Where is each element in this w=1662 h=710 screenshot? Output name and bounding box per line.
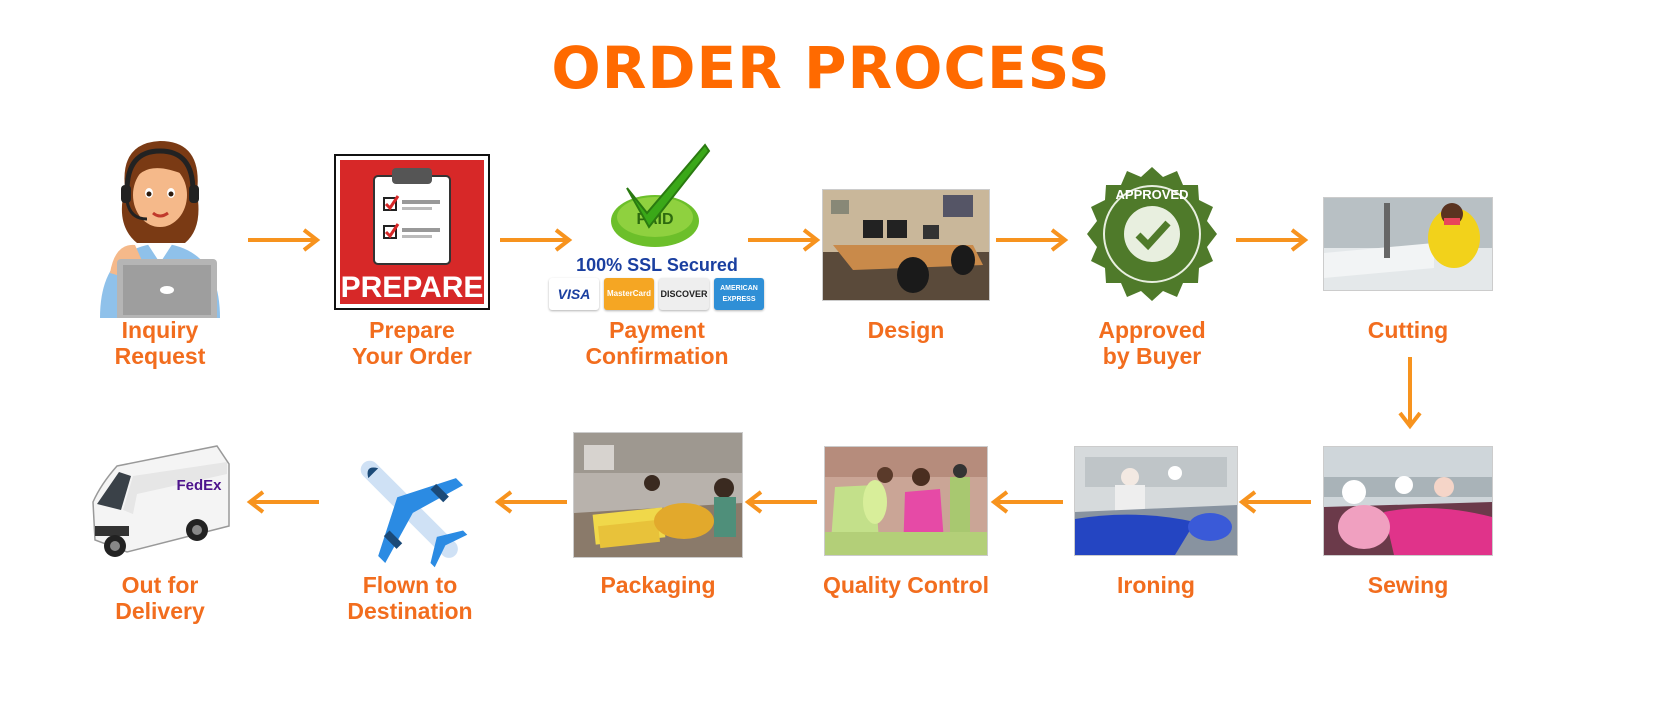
step-label-line2: by Buyer xyxy=(1102,343,1202,369)
step-label-line1: Packaging xyxy=(600,572,716,598)
step-prepare-your-order: PREPARE Prepare Your Order xyxy=(292,125,532,375)
delivery-van-icon: FedEx xyxy=(92,445,230,557)
step-label-line2: Confirmation xyxy=(585,343,729,369)
approved-seal-icon: APPROVED xyxy=(1087,167,1217,301)
step-label-line2: Request xyxy=(114,343,206,369)
arrow-left-icon xyxy=(744,490,817,514)
step-cutting: Cutting xyxy=(1288,125,1528,375)
arrow-left-icon xyxy=(990,490,1063,514)
page-title: ORDER PROCESS xyxy=(551,34,1111,102)
arrow-right-icon xyxy=(500,228,573,252)
step-label-line1: Ironing xyxy=(1117,572,1195,598)
step-label-line1: Quality Control xyxy=(822,572,990,598)
step-flown-to-destination: Flown to Destination xyxy=(290,430,530,650)
step-label-line1: Design xyxy=(867,317,945,343)
step-packaging: Packaging xyxy=(538,430,778,650)
step-label-line1: Prepare xyxy=(369,317,455,343)
airplane-icon xyxy=(360,460,468,568)
payment-cards: VISA MasterCard DISCOVER AMERICAN EXPRES… xyxy=(549,278,769,310)
prepare-badge-text: PREPARE xyxy=(341,271,484,304)
amex-card-icon: AMERICAN EXPRESS xyxy=(714,278,764,310)
sewing-photo xyxy=(1323,446,1493,556)
step-label-line1: Inquiry xyxy=(121,317,199,343)
arrow-left-icon xyxy=(246,490,319,514)
arrow-right-icon xyxy=(996,228,1069,252)
arrow-right-icon xyxy=(248,228,321,252)
customer-support-agent-icon xyxy=(100,141,220,318)
cutting-photo xyxy=(1323,197,1493,291)
step-label-line2: Your Order xyxy=(352,343,472,369)
step-sewing: Sewing xyxy=(1288,430,1528,650)
office-desk-photo xyxy=(822,189,990,301)
step-label-line1: Sewing xyxy=(1367,572,1449,598)
quality-control-photo xyxy=(824,446,988,556)
step-inquiry-request: Inquiry Request xyxy=(40,125,280,375)
step-approved-by-buyer: APPROVED Approved by Buyer xyxy=(1032,125,1272,375)
step-label-line2: Destination xyxy=(347,598,473,624)
arrow-right-icon xyxy=(748,228,821,252)
step-payment-confirmation: PAID 100% SSL Secured VISA MasterCard DI… xyxy=(537,125,777,375)
step-ironing: Ironing xyxy=(1036,430,1276,650)
step-label-line1: Flown to xyxy=(362,572,458,598)
arrow-right-icon xyxy=(1236,228,1309,252)
ssl-secured-text: 100% SSL Secured xyxy=(576,255,738,275)
step-label-line1: Payment xyxy=(609,317,705,343)
step-label-line1: Cutting xyxy=(1367,317,1449,343)
discover-card-icon: DISCOVER xyxy=(659,278,709,310)
fedex-logo-text: FedEx xyxy=(176,477,222,494)
approved-badge-text: APPROVED xyxy=(1116,187,1189,202)
clipboard-checklist-icon: PREPARE xyxy=(334,154,490,310)
arrow-left-icon xyxy=(494,490,567,514)
step-label-line1: Out for xyxy=(121,572,199,598)
arrow-down-icon xyxy=(1398,357,1422,430)
visa-card-icon: VISA xyxy=(549,278,599,310)
arrow-left-icon xyxy=(1238,490,1311,514)
packaging-photo xyxy=(573,432,743,558)
step-design: Design xyxy=(786,125,1026,375)
step-out-for-delivery: FedEx Out for Delivery xyxy=(40,430,280,650)
step-quality-control: Quality Control xyxy=(786,430,1026,650)
step-label-line2: Delivery xyxy=(115,598,205,624)
paid-checkmark-icon: PAID xyxy=(611,143,711,247)
mastercard-icon: MasterCard xyxy=(604,278,654,310)
ironing-photo xyxy=(1074,446,1238,556)
step-label-line1: Approved xyxy=(1098,317,1206,343)
